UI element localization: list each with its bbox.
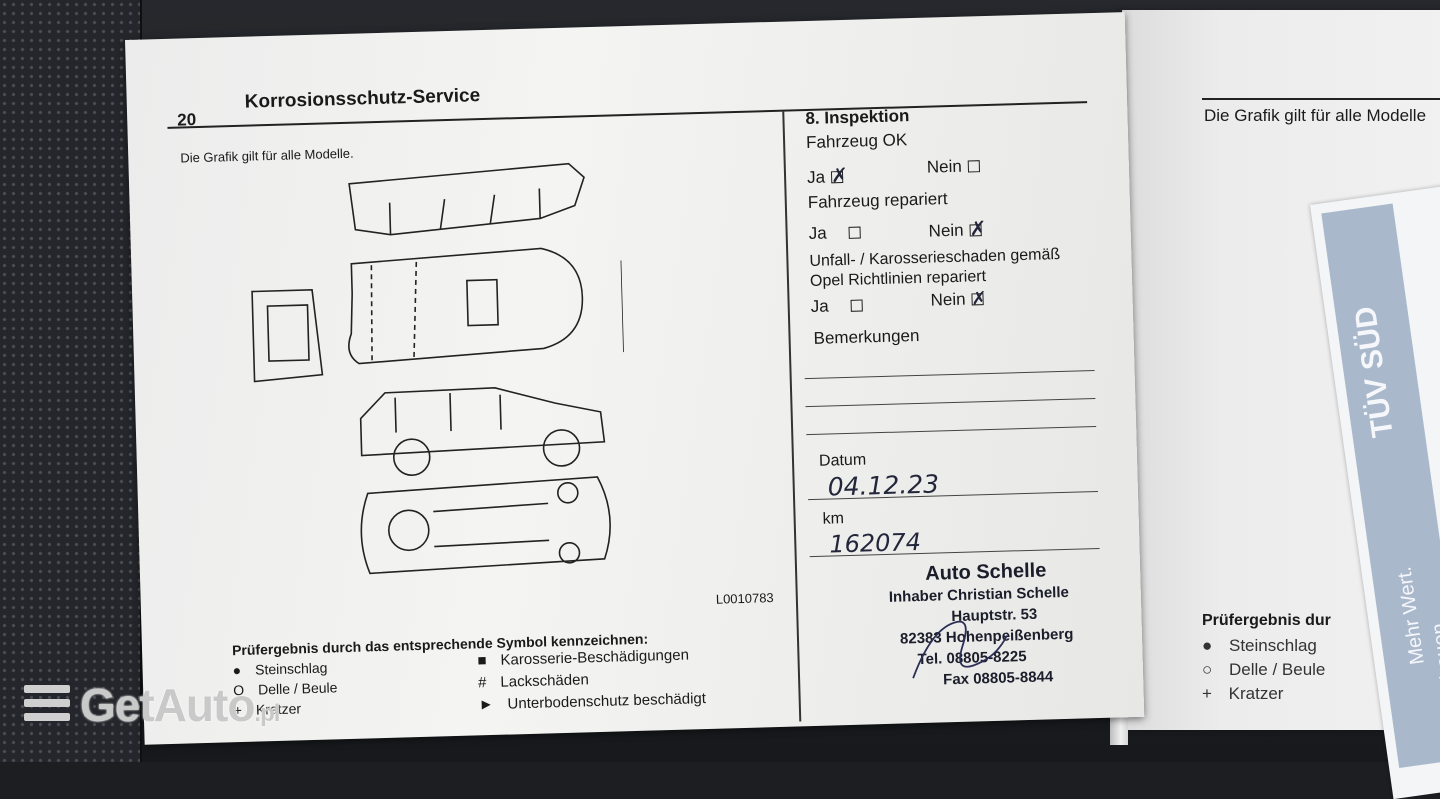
- underbody-outline: [360, 476, 611, 575]
- tuv-slogan-1: Mehr Wert.: [1393, 565, 1429, 666]
- stamp-owner: Inhaber Christian Schelle: [888, 583, 1070, 606]
- legend-item-unterboden: ►Unterbodenschutz beschädigt: [478, 690, 707, 714]
- date-label: Datum: [818, 451, 867, 470]
- km-label: km: [822, 510, 845, 528]
- diagram-code: L0010783: [715, 590, 774, 607]
- left-page: 20 Korrosionsschutz-Service Die Grafik g…: [125, 12, 1145, 745]
- q3-ja-checkbox: Ja: [810, 296, 863, 317]
- signature: [912, 620, 1008, 679]
- watermark: GetAuto.pl: [80, 679, 280, 731]
- q1-nein-checkbox: Nein: [927, 156, 981, 177]
- legend-item-lack: #Lackschäden: [477, 671, 590, 692]
- remarks-label: Bemerkungen: [813, 325, 920, 348]
- right-legend-heading: Prüfergebnis dur: [1202, 612, 1331, 629]
- remarks-line-3: [806, 426, 1097, 436]
- q3-nein-checkbox: Nein✗: [930, 288, 987, 310]
- inspection-title: 8. Inspektion: [805, 106, 910, 129]
- rear-view-outline: [620, 256, 631, 353]
- tuv-brand: TÜV SÜD: [1348, 304, 1400, 440]
- top-view-outline: [348, 247, 584, 365]
- seat-bolster: [0, 0, 142, 762]
- remarks-line-2: [805, 398, 1096, 408]
- getauto-logo-icon: [24, 685, 70, 727]
- front-view-outline: [251, 289, 324, 383]
- column-divider: [782, 111, 801, 722]
- q2-ja-checkbox: Ja: [808, 223, 861, 244]
- legend-item-steinschlag: ●Steinschlag: [232, 659, 328, 679]
- roof-outline: [348, 162, 585, 236]
- right-header-line: [1202, 98, 1440, 100]
- stamp-dealer-name: Auto Schelle: [924, 559, 1047, 585]
- page-title: Korrosionsschutz-Service: [244, 85, 481, 113]
- side-view-outline: [359, 387, 606, 457]
- right-graphic-note: Die Grafik gilt für alle Modelle: [1204, 106, 1427, 125]
- right-legend-item: ● Steinschlag: [1202, 636, 1317, 655]
- q-opel-richtlinien: Opel Richtlinien repariert: [809, 268, 987, 290]
- car-body-diagram: [251, 162, 631, 575]
- q-fahrzeug-ok: Fahrzeug OK: [805, 130, 908, 153]
- q1-ja-checkbox: Ja✗: [806, 162, 849, 188]
- tuv-slogan-2: Mehr Vertrauen.: [1426, 616, 1440, 761]
- q-unfall: Unfall- / Karosserieschaden gemäß: [809, 245, 1061, 270]
- right-legend-item: + Kratzer: [1202, 684, 1284, 703]
- q2-nein-checkbox: Nein✗: [928, 216, 987, 241]
- remarks-line-1: [804, 370, 1095, 380]
- right-legend-item: ○ Delle / Beule: [1202, 660, 1326, 679]
- q-fahrzeug-repariert: Fahrzeug repariert: [807, 189, 948, 212]
